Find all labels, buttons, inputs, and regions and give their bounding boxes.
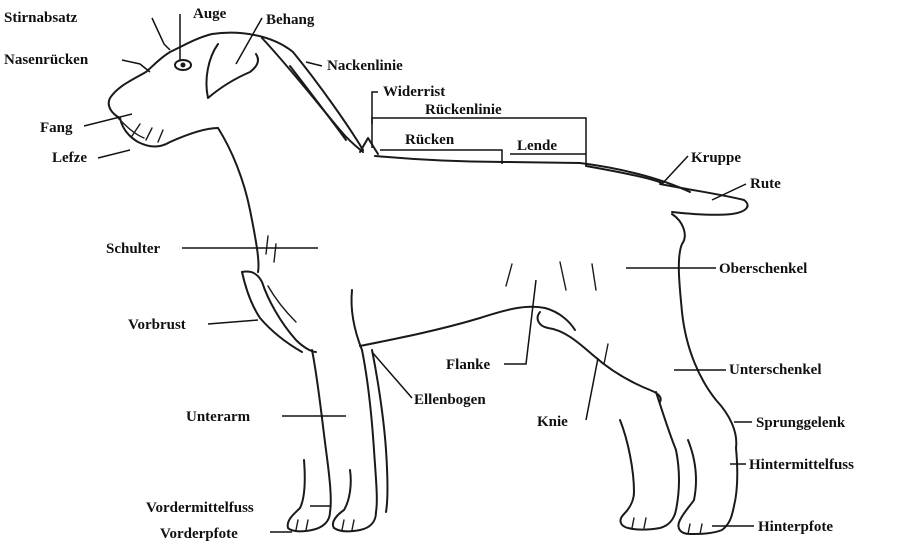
label-nasenruecken: Nasenrücken	[4, 52, 89, 68]
lip-fringe	[132, 124, 163, 142]
forechest	[242, 271, 316, 352]
muzzle-line	[118, 118, 144, 138]
label-unterschenkel: Unterschenkel	[729, 362, 822, 378]
eye-pupil	[181, 63, 186, 68]
label-rute: Rute	[750, 176, 781, 192]
labels: Stirnabsatz Auge Behang Nasenrücken Nack…	[4, 6, 854, 542]
leader-nasenruecken	[122, 60, 150, 72]
leader-kruppe	[662, 156, 688, 184]
label-hinterpfote: Hinterpfote	[758, 519, 833, 535]
rear-leg-second	[620, 392, 679, 530]
label-ruecken: Rücken	[405, 132, 455, 148]
label-vordermittelfuss: Vordermittelfuss	[146, 500, 254, 516]
back-line	[375, 156, 690, 192]
shoulder-strokes	[266, 236, 608, 364]
label-unterarm: Unterarm	[186, 409, 251, 425]
label-vorbrust: Vorbrust	[128, 317, 186, 333]
label-knie: Knie	[537, 414, 568, 430]
thigh-front	[672, 214, 736, 448]
label-schulter: Schulter	[106, 241, 161, 257]
label-rueckenlinie: Rückenlinie	[425, 102, 502, 118]
label-stirnabsatz: Stirnabsatz	[4, 10, 78, 26]
leader-nackenlinie	[306, 62, 322, 66]
label-kruppe: Kruppe	[691, 150, 741, 166]
label-nackenlinie: Nackenlinie	[327, 58, 403, 74]
label-lende: Lende	[517, 138, 557, 154]
label-fang: Fang	[40, 120, 73, 136]
leader-lefze	[98, 150, 130, 158]
rear-hock	[678, 440, 737, 534]
label-flanke: Flanke	[446, 357, 491, 373]
label-vorderpfote: Vorderpfote	[160, 526, 238, 542]
leader-flanke	[504, 280, 536, 364]
label-widerrist: Widerrist	[383, 84, 445, 100]
croup-line	[586, 166, 662, 183]
leader-stirnabsatz	[152, 18, 170, 50]
front-leg-back	[372, 350, 388, 512]
neck-mane-inner	[290, 66, 346, 140]
label-lefze: Lefze	[52, 150, 87, 166]
front-leg-1	[288, 350, 331, 531]
head-outline	[109, 33, 363, 150]
ear-shape	[206, 44, 258, 98]
label-auge: Auge	[193, 6, 227, 22]
stifle-line	[538, 312, 661, 402]
label-oberschenkel: Oberschenkel	[719, 261, 807, 277]
elbow-line	[351, 290, 362, 350]
neck-front	[218, 128, 259, 272]
label-sprunggelenk: Sprunggelenk	[756, 415, 846, 431]
front-leg-2	[333, 350, 377, 531]
label-behang: Behang	[266, 12, 315, 28]
label-hintermittelfuss: Hintermittelfuss	[749, 457, 854, 473]
leader-vorbrust	[208, 320, 258, 324]
label-ellenbogen: Ellenbogen	[414, 392, 486, 408]
leader-knie	[586, 358, 598, 420]
forechest-left	[242, 272, 302, 352]
leader-ellenbogen	[372, 352, 412, 398]
leader-widerrist	[372, 92, 378, 148]
